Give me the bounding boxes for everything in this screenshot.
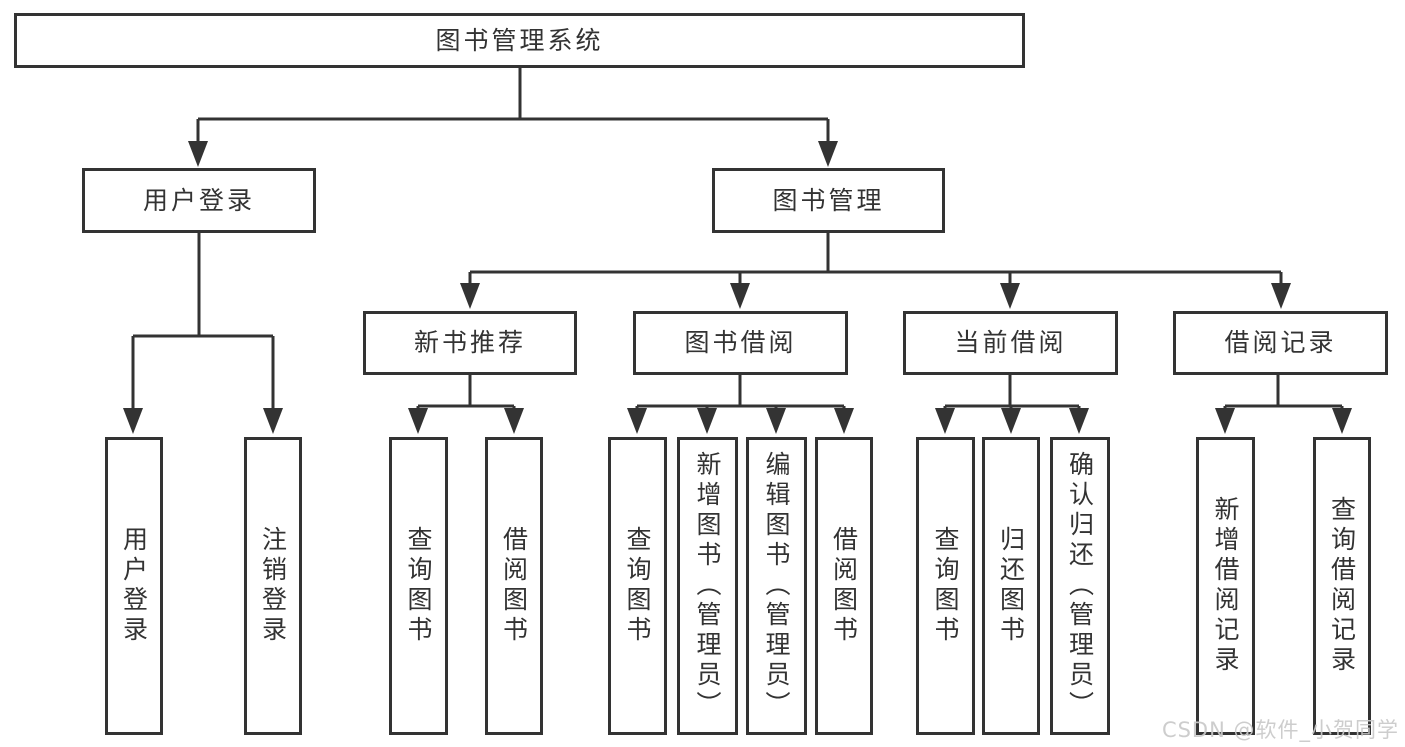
node-leaf-user-login: 用户登录 bbox=[105, 437, 163, 735]
node-leaf-logout: 注销登录 bbox=[244, 437, 302, 735]
node-leaf-current-query-books: 查询图书 bbox=[916, 437, 975, 735]
node-leaf-query-borrow-record-label: 查询借阅记录 bbox=[1327, 496, 1357, 676]
node-current-borrow-label: 当前借阅 bbox=[954, 328, 1067, 357]
node-book-management-label: 图书管理 bbox=[772, 185, 885, 215]
node-leaf-borrow-book-label: 借阅图书 bbox=[829, 526, 859, 646]
node-leaf-recommend-borrow-books-label: 借阅图书 bbox=[499, 526, 529, 646]
node-book-borrow-label: 图书借阅 bbox=[684, 328, 797, 357]
node-leaf-add-book-admin: 新增图书（管理员） bbox=[677, 437, 738, 735]
node-book-borrow: 图书借阅 bbox=[633, 311, 848, 375]
node-new-book-recommend-label: 新书推荐 bbox=[413, 328, 526, 357]
node-leaf-borrow-query-books-label: 查询图书 bbox=[623, 526, 652, 646]
node-borrow-records: 借阅记录 bbox=[1173, 311, 1388, 375]
node-current-borrow: 当前借阅 bbox=[903, 311, 1118, 375]
node-leaf-add-borrow-record: 新增借阅记录 bbox=[1196, 437, 1255, 735]
node-leaf-current-query-books-label: 查询图书 bbox=[931, 526, 960, 646]
node-leaf-return-book-label: 归还图书 bbox=[996, 526, 1026, 646]
node-root-label: 图书管理系统 bbox=[435, 25, 604, 55]
node-borrow-records-label: 借阅记录 bbox=[1224, 328, 1337, 357]
watermark: CSDN @软件_小贺同学 bbox=[1161, 718, 1399, 742]
node-book-management: 图书管理 bbox=[712, 168, 945, 233]
node-root: 图书管理系统 bbox=[14, 13, 1025, 68]
node-leaf-edit-book-admin-label: 编辑图书（管理员） bbox=[762, 451, 791, 721]
node-leaf-borrow-query-books: 查询图书 bbox=[608, 437, 667, 735]
node-leaf-add-borrow-record-label: 新增借阅记录 bbox=[1211, 496, 1240, 676]
node-user-login-label: 用户登录 bbox=[142, 185, 255, 215]
node-leaf-recommend-query-books: 查询图书 bbox=[389, 437, 448, 735]
node-user-login: 用户登录 bbox=[82, 168, 316, 233]
node-leaf-recommend-borrow-books: 借阅图书 bbox=[485, 437, 543, 735]
node-leaf-confirm-return-admin-label: 确认归还（管理员） bbox=[1065, 451, 1095, 721]
node-new-book-recommend: 新书推荐 bbox=[363, 311, 577, 375]
node-leaf-confirm-return-admin: 确认归还（管理员） bbox=[1050, 437, 1110, 735]
node-leaf-logout-label: 注销登录 bbox=[258, 526, 288, 646]
node-leaf-add-book-admin-label: 新增图书（管理员） bbox=[693, 451, 722, 721]
node-leaf-return-book: 归还图书 bbox=[982, 437, 1040, 735]
node-leaf-borrow-book: 借阅图书 bbox=[815, 437, 873, 735]
node-leaf-user-login-label: 用户登录 bbox=[119, 526, 149, 646]
node-leaf-edit-book-admin: 编辑图书（管理员） bbox=[746, 437, 807, 735]
node-leaf-recommend-query-books-label: 查询图书 bbox=[404, 526, 433, 646]
node-leaf-query-borrow-record: 查询借阅记录 bbox=[1313, 437, 1371, 735]
